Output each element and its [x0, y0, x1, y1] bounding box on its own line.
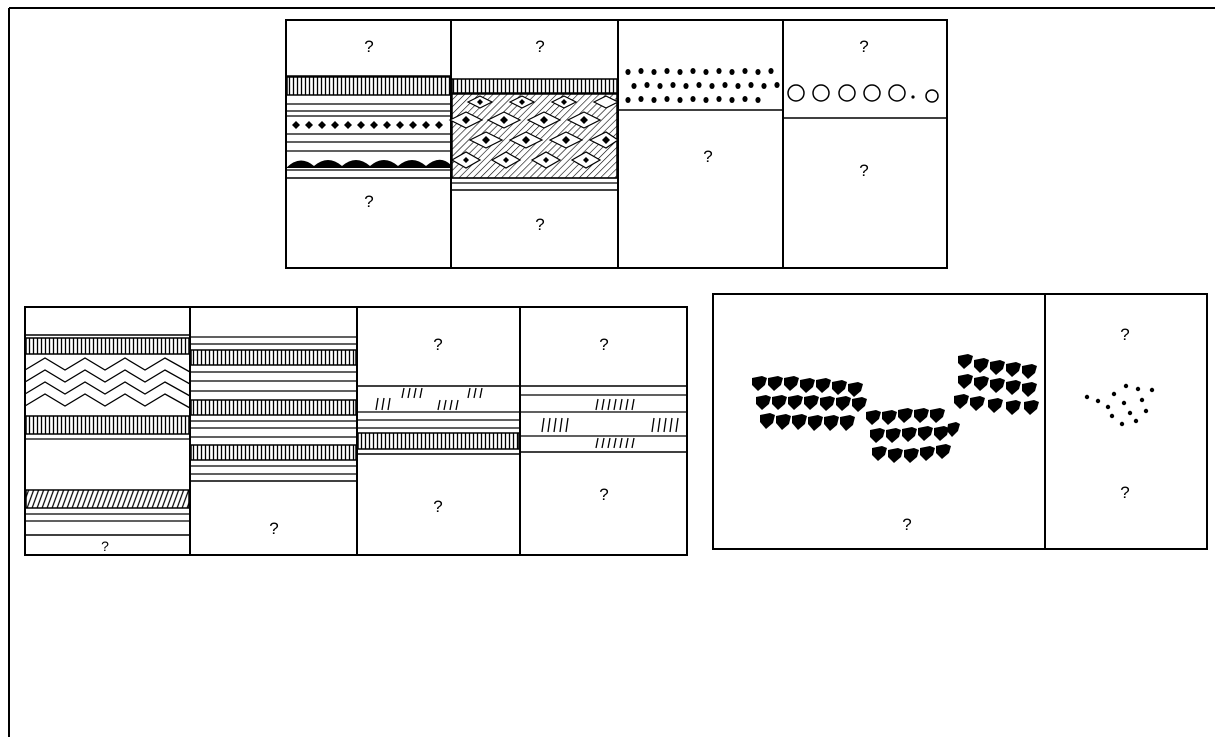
- sherd-10-dot-triangle: [1085, 384, 1154, 426]
- sherd-9-shield-motifs: [752, 354, 1039, 463]
- sherd-8-tick-bands: ? ?: [520, 335, 687, 504]
- scalloped-band: [286, 160, 451, 168]
- diamond-dot-row: [292, 121, 443, 129]
- question-mark: ?: [364, 192, 373, 211]
- sherd-3-dotted-band: ?: [618, 68, 783, 166]
- question-mark: ?: [269, 519, 278, 538]
- question-mark: ?: [535, 215, 544, 234]
- lower-right-pottery-panel: ? ? ?: [713, 294, 1207, 549]
- sherd-1-banded-pattern: ? ?: [286, 37, 451, 211]
- lower-left-pottery-panel: ? ?: [25, 307, 687, 555]
- question-mark: ?: [1120, 483, 1129, 502]
- top-pottery-panel: ? ?: [286, 20, 947, 268]
- sherd-5-chevron-band: ?: [25, 335, 190, 554]
- question-mark: ?: [433, 335, 442, 354]
- question-mark: ?: [433, 497, 442, 516]
- question-mark: ?: [703, 147, 712, 166]
- question-mark: ?: [364, 37, 373, 56]
- question-mark: ?: [599, 485, 608, 504]
- question-mark: ?: [859, 37, 868, 56]
- question-mark: ?: [1120, 325, 1129, 344]
- sherd-2-diamond-lattice: ? ?: [450, 37, 618, 234]
- zigzag-lines: [25, 358, 190, 408]
- question-mark: ?: [599, 335, 608, 354]
- question-mark: ?: [101, 538, 109, 554]
- sherd-6-hatched-bands: ?: [190, 337, 357, 538]
- sherd-7-tick-marks: ? ?: [357, 335, 520, 516]
- question-mark: ?: [535, 37, 544, 56]
- question-mark: ?: [902, 515, 911, 534]
- question-mark: ?: [859, 161, 868, 180]
- sherd-4-circle-band: ? ?: [783, 37, 947, 180]
